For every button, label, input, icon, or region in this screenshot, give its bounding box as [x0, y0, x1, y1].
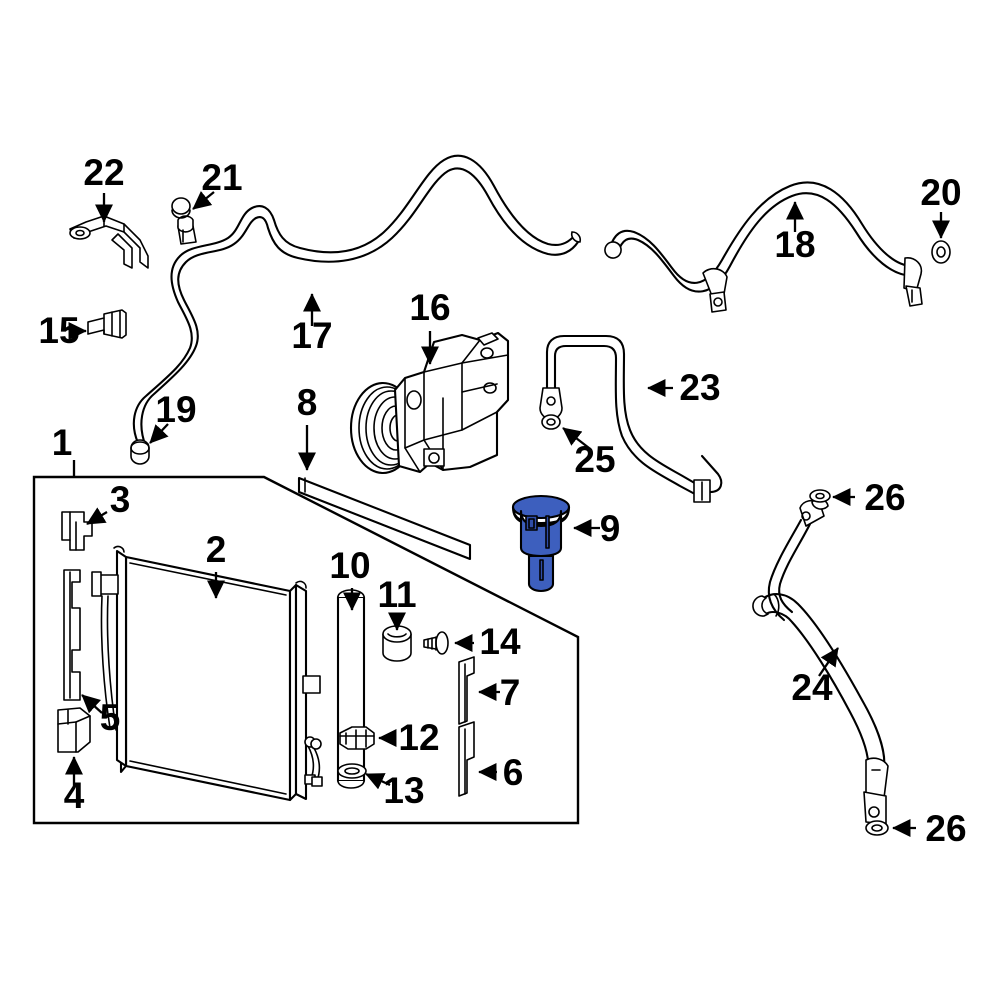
callout-18: 18 — [774, 224, 815, 265]
part-26-o-ring-lower — [865, 820, 889, 836]
callout-26-lower: 26 — [925, 808, 966, 849]
callout-25: 25 — [574, 439, 615, 480]
callout-2: 2 — [206, 529, 227, 570]
part-20-o-ring — [931, 240, 951, 264]
part-21-o-ring — [171, 197, 191, 219]
callout-10: 10 — [329, 545, 370, 586]
callout-5: 5 — [100, 697, 121, 738]
callout-26-upper: 26 — [864, 477, 905, 518]
part-15-coupler — [87, 309, 127, 339]
part-9-retainer-clip-highlighted — [511, 494, 571, 593]
part-18-suction-line — [604, 181, 923, 313]
part-12-drier-bracket — [339, 726, 375, 750]
part-4-lower-cushion — [57, 707, 91, 753]
part-8-seal-strip — [297, 476, 472, 561]
callout-21: 21 — [201, 157, 242, 198]
part-3-upper-bracket — [61, 511, 93, 551]
callout-11: 11 — [377, 574, 416, 615]
callout-23: 23 — [679, 367, 720, 408]
callout-15: 15 — [38, 310, 79, 351]
callout-labels: 1 2 3 4 5 6 7 8 9 10 11 12 13 14 15 16 1… — [38, 152, 966, 849]
part-6-lower-seal — [458, 721, 475, 797]
part-24-suction-hose — [752, 498, 889, 825]
callout-7: 7 — [500, 672, 521, 713]
part-25-o-ring — [541, 414, 561, 430]
part-16-ac-compressor — [349, 331, 510, 475]
leader-lines — [65, 191, 950, 837]
callout-6: 6 — [503, 752, 524, 793]
part-5-side-seal — [63, 569, 81, 701]
part-23-discharge-hose — [539, 334, 723, 503]
part-10-receiver-drier — [336, 589, 366, 789]
callout-20: 20 — [920, 172, 961, 213]
callout-8: 8 — [297, 382, 318, 423]
callout-16: 16 — [409, 287, 450, 328]
part-14-bolt — [423, 631, 449, 655]
part-7-upper-seal — [458, 656, 475, 725]
part-26-o-ring-upper — [809, 489, 831, 503]
callout-19: 19 — [155, 389, 196, 430]
callout-4: 4 — [64, 775, 85, 816]
callout-1: 1 — [52, 422, 73, 463]
part-22-clamp-bracket — [69, 215, 149, 269]
part-13-o-ring — [337, 763, 367, 779]
callout-13: 13 — [383, 770, 424, 811]
callout-24: 24 — [791, 667, 833, 708]
callout-17: 17 — [291, 315, 332, 356]
condenser-assembly-box — [32, 475, 580, 825]
part-2-condenser-core — [91, 545, 323, 802]
callout-12: 12 — [398, 717, 439, 758]
part-11-drier-cap — [382, 625, 412, 662]
callout-22: 22 — [83, 152, 124, 193]
callout-3: 3 — [110, 479, 131, 520]
callout-9: 9 — [600, 508, 621, 549]
part-19-o-ring — [130, 439, 150, 465]
callout-14: 14 — [479, 621, 521, 662]
